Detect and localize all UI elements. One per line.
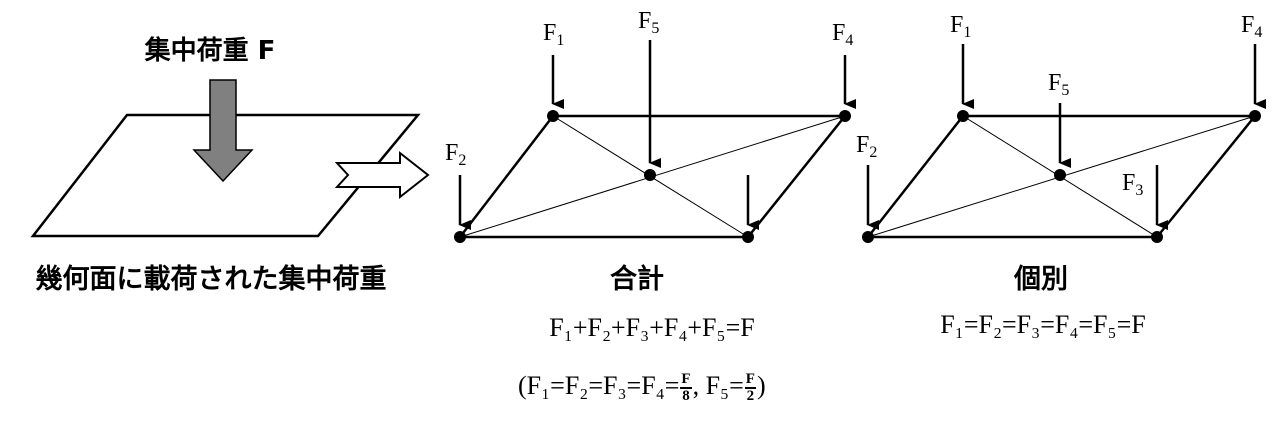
right-label-f3: F3 — [1122, 170, 1143, 199]
load-label: 集中荷重 F — [144, 35, 276, 66]
right-label-f4: F4 — [1241, 12, 1262, 41]
middle-label-f1: F1 — [543, 20, 564, 49]
middle-title: 合計 — [610, 263, 664, 295]
equation-detail-separator: , F₅= — [692, 370, 744, 400]
right-equation-equal: F₁=F₂=F₃=F₄=F₅=F — [940, 310, 1145, 339]
right-nodes — [862, 110, 1261, 243]
right-force-arrows — [866, 44, 1266, 230]
right-title: 個別 — [1013, 264, 1068, 295]
concentrated-load-arrow — [192, 79, 254, 183]
left-caption: 幾何面に載荷された集中荷重 — [36, 263, 387, 295]
middle-label-f5: F5 — [638, 8, 659, 37]
right-label-f5: F5 — [1048, 70, 1069, 99]
right-label-f1: F1 — [950, 12, 971, 41]
middle-nodes — [454, 110, 851, 243]
middle-equation-sum: F₁+F₂+F₃+F₄+F₅=F — [549, 313, 754, 342]
fraction-1-numerator: F — [680, 371, 692, 389]
fraction-1-denominator: 8 — [682, 388, 690, 404]
middle-label-f2: F2 — [445, 140, 466, 169]
fraction-2-denominator: 2 — [746, 388, 755, 404]
fraction-2-numerator: F — [744, 371, 756, 389]
transition-arrow — [334, 150, 430, 200]
right-label-f2: F2 — [856, 132, 877, 161]
equation-detail-open: (F₁=F₂=F₃=F₄= — [518, 370, 680, 400]
equation-detail-close: ) — [756, 370, 766, 400]
middle-force-arrows — [458, 40, 856, 230]
middle-label-f4: F4 — [832, 20, 853, 49]
